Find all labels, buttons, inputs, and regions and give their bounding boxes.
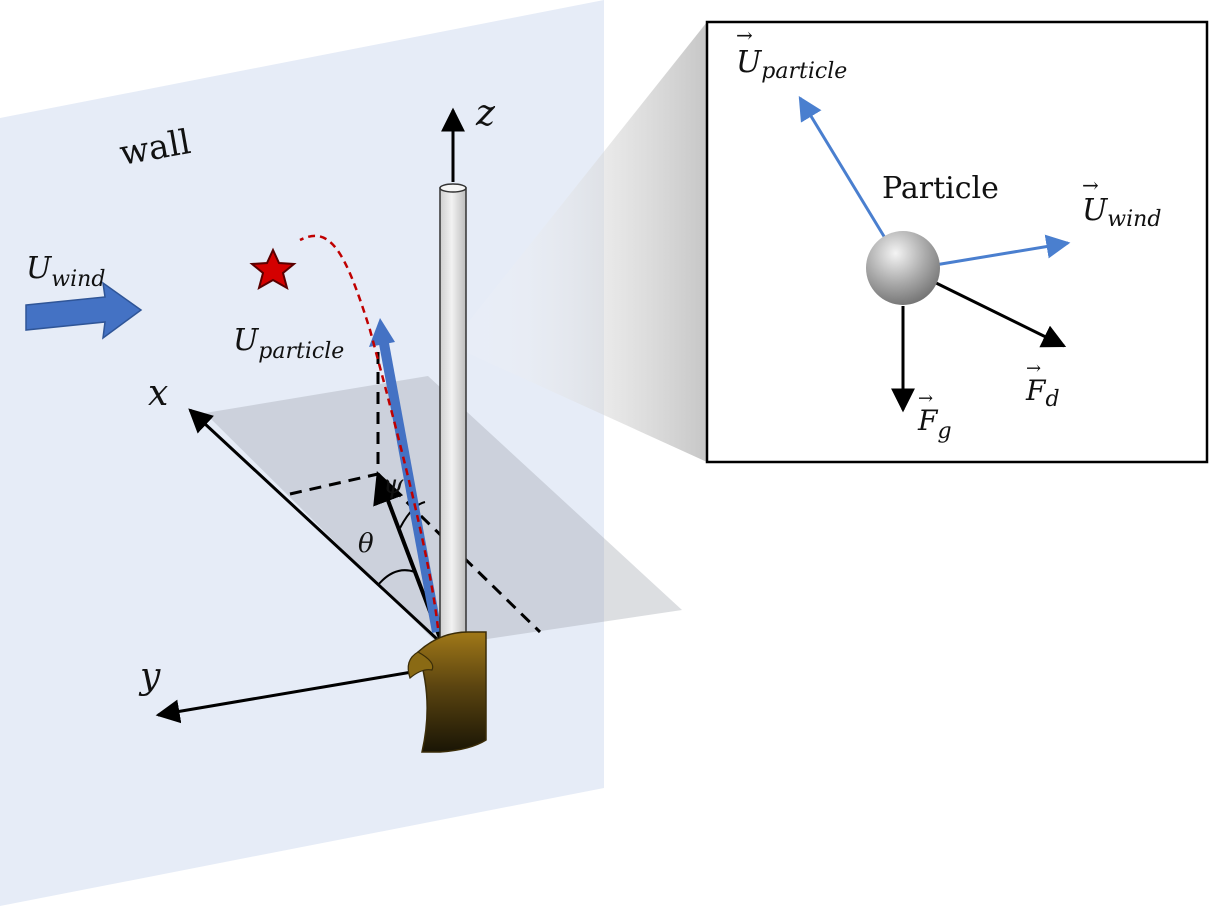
svg-text:Fg: Fg [917,404,952,444]
psi-label: ψ [383,470,404,500]
svg-text:→: → [918,388,933,409]
particle-label: Particle [882,171,999,206]
impact-star [249,247,297,291]
wind-arrow [25,281,143,340]
particle-trajectory [299,234,440,629]
projection-lines [289,352,542,634]
svg-text:→: → [736,23,753,47]
x-axis-label: x [148,373,168,414]
svg-text:Uwind: Uwind [1082,193,1161,232]
particle-velocity-arrowhead [369,318,395,347]
y-axis [155,670,413,724]
y-axis-label: y [138,656,161,697]
particle-velocity-label: Uparticle [233,323,344,364]
svg-text:Fd: Fd [1025,374,1060,412]
inset-drag-force-label: → Fd [1025,358,1060,412]
inset-wind-vector [934,234,1071,267]
x-axis [188,408,440,642]
inset-particle-velocity-label: → Uparticle [736,23,847,84]
z-axis-label: z [475,93,496,134]
inset-wind-label: → Uwind [1082,173,1161,232]
inset-gravity-label: → Fg [917,388,952,444]
theta-arc [377,569,416,586]
inset-box [705,20,1209,464]
svg-text:Uparticle: Uparticle [233,323,344,364]
pole [439,187,467,641]
inset-drag-force-vector [929,278,1067,348]
pole-mount [407,631,487,753]
zoom-beam [450,22,707,462]
svg-text:Uparticle: Uparticle [736,45,847,84]
wind-label: Uwind [26,251,105,292]
theta-label: θ [358,529,374,559]
pole-top [439,183,467,193]
inset-particle-velocity-vector [798,95,887,239]
svg-text:Uwind: Uwind [26,251,105,292]
particle-sphere [866,231,940,305]
svg-text:→: → [1026,358,1041,379]
svg-text:→: → [1082,173,1099,197]
